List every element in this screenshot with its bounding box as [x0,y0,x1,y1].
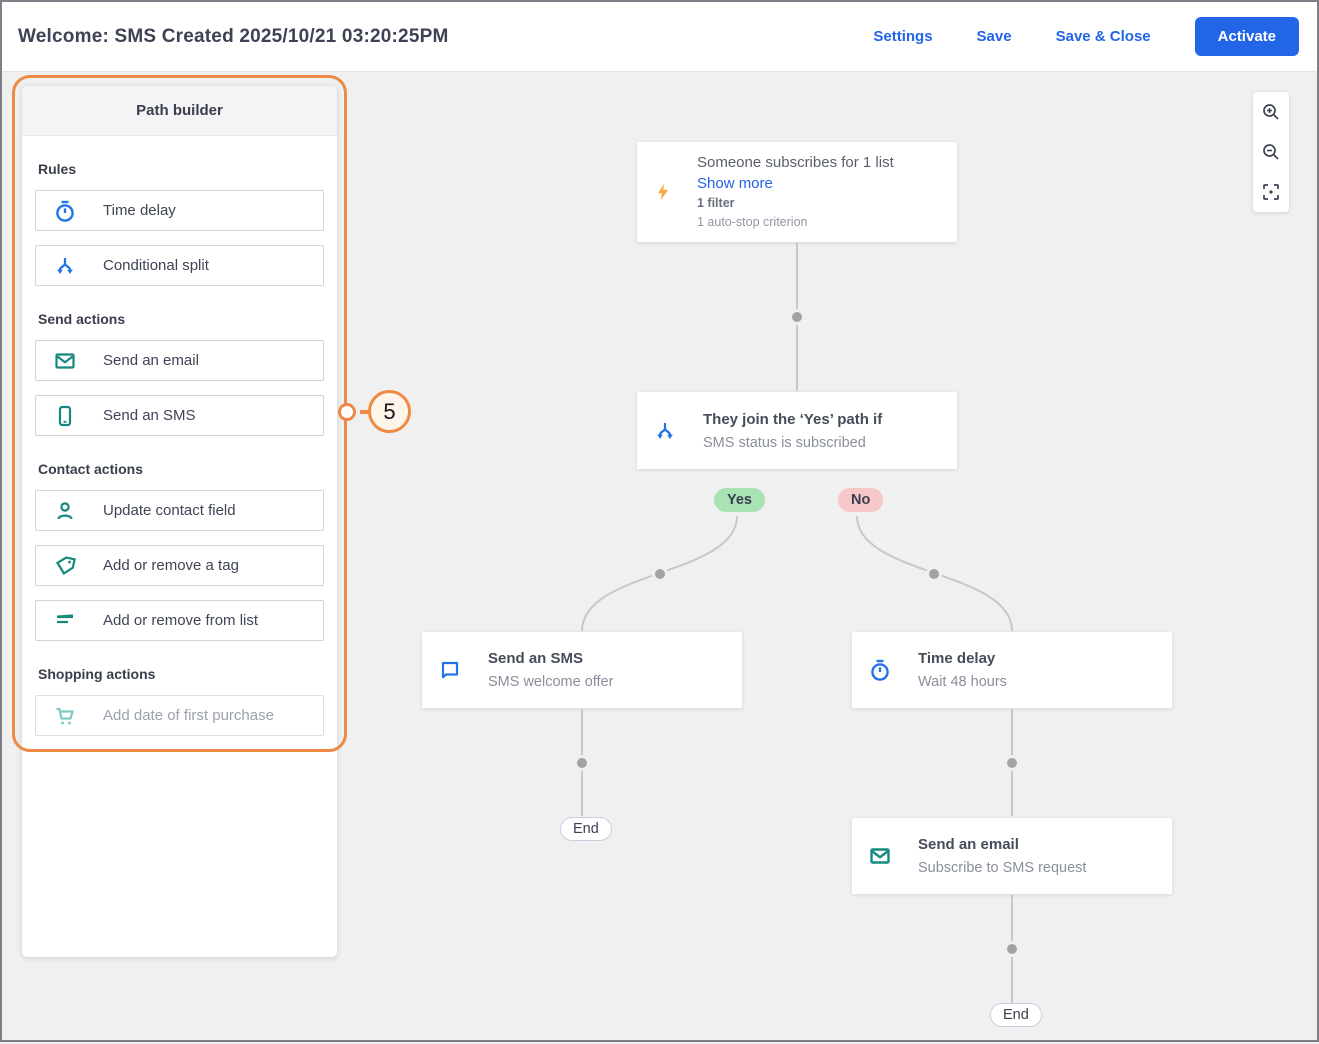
annotation-dashed-line [360,410,373,414]
path-builder-item-send-email[interactable]: Send an email [35,340,324,381]
node-text: Send an SMS SMS welcome offer [488,650,694,690]
item-label: Send an email [103,352,199,369]
item-label: Update contact field [103,502,236,519]
settings-link[interactable]: Settings [873,28,933,45]
person-icon [57,501,73,519]
no-path-label: No [838,488,884,512]
node-text: They join the ‘Yes’ path if SMS status i… [703,411,909,451]
list-icon [56,613,74,623]
path-builder-item-time-delay[interactable]: Time delay [35,190,324,231]
connector-insert-dot[interactable] [1004,941,1020,957]
node-text: Send an email Subscribe to SMS request [918,836,1124,876]
node-subtitle: Subscribe to SMS request [918,860,1087,876]
path-builder-item-add-remove-list[interactable]: Add or remove from list [35,600,324,641]
more-options-icon[interactable] [1134,666,1156,674]
show-more-link[interactable]: Show more [697,175,773,192]
item-label: Time delay [103,202,176,219]
end-node: End [560,817,612,841]
page-title: Welcome: SMS Created 2025/10/21 03:20:25… [18,25,449,47]
path-builder-item-add-remove-tag[interactable]: Add or remove a tag [35,545,324,586]
path-builder-panel: Path builder Rules Time delay Conditiona… [22,86,337,957]
conditional-split-icon [657,422,673,439]
connector-insert-dot[interactable] [652,566,668,582]
item-label: Conditional split [103,257,209,274]
section-label-shopping-actions: Shopping actions [38,666,156,682]
chat-bubble-icon [441,661,459,679]
smartphone-icon [58,405,72,426]
autostop-summary: 1 auto-stop criterion [697,215,808,229]
item-label: Add date of first purchase [103,707,274,724]
more-options-icon[interactable] [704,666,726,674]
path-builder-title: Path builder [22,86,337,136]
save-link[interactable]: Save [976,28,1012,45]
envelope-icon [870,848,890,864]
item-label: Send an SMS [103,407,196,424]
node-title: Send an SMS [488,650,584,667]
node-text: Time delay Wait 48 hours [918,650,1124,690]
more-options-icon[interactable] [919,188,941,196]
node-title: They join the ‘Yes’ path if [703,410,883,428]
item-label: Add or remove a tag [103,557,239,574]
filter-summary: 1 filter [697,196,735,210]
lightning-icon [658,183,668,201]
node-title: Time delay [918,650,996,667]
header-actions: Settings Save Save & Close Activate [873,17,1301,56]
conditional-split-icon [57,257,73,274]
connector-insert-dot[interactable] [1004,755,1020,771]
node-send-email[interactable]: Send an email Subscribe to SMS request [852,818,1172,894]
path-builder-item-conditional-split[interactable]: Conditional split [35,245,324,286]
fit-screen-icon [1263,184,1279,200]
node-send-sms[interactable]: Send an SMS SMS welcome offer [422,632,742,708]
zoom-in-button[interactable] [1253,92,1289,132]
node-title: Send an email [918,836,1019,853]
canvas-zoom-toolbar [1253,92,1289,212]
section-label-send-actions: Send actions [38,311,126,327]
cart-icon [56,707,74,724]
node-subtitle: Wait 48 hours [918,674,1007,690]
node-title: Someone subscribes for 1 list [697,154,894,171]
header: Welcome: SMS Created 2025/10/21 03:20:25… [2,2,1317,72]
node-time-delay[interactable]: Time delay Wait 48 hours [852,632,1172,708]
end-node: End [990,1003,1042,1027]
section-label-contact-actions: Contact actions [38,461,144,477]
annotation-anchor-dot [338,403,356,421]
annotation-step-badge: 5 [368,390,411,433]
zoom-in-icon [1263,104,1279,120]
path-builder-item-update-contact-field[interactable]: Update contact field [35,490,324,531]
tag-icon [55,555,76,575]
stopwatch-icon [871,659,889,681]
connector-insert-dot[interactable] [926,566,942,582]
fit-screen-button[interactable] [1253,172,1289,212]
activate-button[interactable]: Activate [1194,17,1299,56]
save-and-close-link[interactable]: Save & Close [1055,28,1151,45]
path-builder-item-send-sms[interactable]: Send an SMS [35,395,324,436]
node-text: Someone subscribes for 1 list Show more … [697,152,909,232]
more-options-icon[interactable] [1134,852,1156,860]
zoom-out-button[interactable] [1253,132,1289,172]
section-label-rules: Rules [38,161,77,177]
node-subtitle: SMS status is subscribed [703,434,866,451]
yes-path-label: Yes [714,488,765,512]
zoom-out-icon [1263,144,1279,160]
node-subtitle: SMS welcome offer [488,674,614,690]
path-builder-item-add-first-purchase-date: Add date of first purchase [35,695,324,736]
envelope-icon [55,352,75,369]
stopwatch-icon [56,200,74,222]
connector-insert-dot[interactable] [789,309,805,325]
node-trigger-subscribes[interactable]: Someone subscribes for 1 list Show more … [637,142,957,242]
connector-insert-dot[interactable] [574,755,590,771]
more-options-icon[interactable] [919,427,941,435]
item-label: Add or remove from list [103,612,259,629]
node-condition-split[interactable]: They join the ‘Yes’ path if SMS status i… [637,392,957,469]
